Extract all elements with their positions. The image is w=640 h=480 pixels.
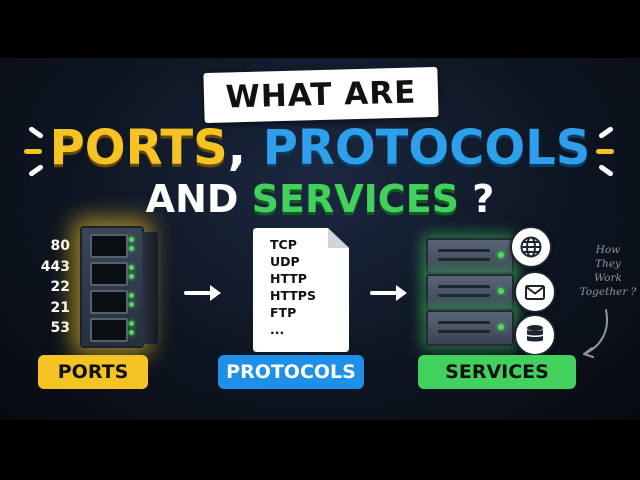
server-led xyxy=(498,324,504,330)
protocol-item: FTP xyxy=(270,305,297,320)
mail-icon xyxy=(514,271,556,313)
server-unit-icon xyxy=(426,274,514,310)
server-slot xyxy=(438,330,490,333)
curved-arrow-icon xyxy=(583,309,608,358)
port-led xyxy=(129,330,134,335)
title-and-word: AND xyxy=(145,177,239,221)
side-note: How They Work Together ? xyxy=(572,243,640,299)
server-slot xyxy=(438,285,490,288)
sparkle-left-2 xyxy=(24,149,42,154)
title-comma: , xyxy=(227,120,246,176)
title-line-1: WHAT ARE xyxy=(225,74,417,116)
title-protocols-word: PROTOCOLS xyxy=(262,120,591,176)
server-led xyxy=(498,252,504,258)
port-led xyxy=(129,265,134,270)
port-led xyxy=(129,321,134,326)
title-banner: WHAT ARE xyxy=(203,66,439,124)
network-switch-icon xyxy=(80,226,158,348)
protocol-item: UDP xyxy=(270,254,300,269)
server-slot xyxy=(438,249,490,252)
document-icon xyxy=(253,228,349,352)
protocol-item: ... xyxy=(270,322,285,337)
ethernet-port-icon xyxy=(90,318,128,342)
protocol-item: HTTP xyxy=(270,271,307,286)
port-number: 22 xyxy=(50,279,70,295)
port-number: 80 xyxy=(50,238,70,254)
port-led xyxy=(129,237,134,242)
side-note-line: Work xyxy=(594,272,622,284)
port-led xyxy=(129,293,134,298)
port-number: 21 xyxy=(50,299,70,316)
title-ports-word: PORTS xyxy=(49,120,228,176)
ports-label: PORTS xyxy=(38,355,148,389)
switch-side-panel xyxy=(142,232,158,344)
arrow-right-icon xyxy=(370,285,407,301)
port-number: 443 xyxy=(40,258,70,275)
title-question-mark: ? xyxy=(472,177,495,221)
port-led xyxy=(129,246,134,251)
ethernet-port-icon xyxy=(90,234,128,258)
server-unit-icon xyxy=(426,310,514,346)
server-slot xyxy=(438,321,490,324)
server-slot xyxy=(438,258,490,261)
protocol-list: TCP UDP HTTP HTTPS FTP ... xyxy=(270,236,316,338)
port-led xyxy=(129,302,134,307)
title-services-word: SERVICES xyxy=(251,177,460,221)
port-number-list: 80 443 22 21 53 xyxy=(36,236,70,339)
side-note-line: How xyxy=(595,244,621,256)
side-note-line: They xyxy=(595,258,621,270)
services-label: SERVICES xyxy=(418,355,576,389)
port-number: 53 xyxy=(50,320,70,336)
ethernet-port-icon xyxy=(90,262,128,286)
arrow-right-icon xyxy=(184,285,221,301)
server-led xyxy=(498,288,504,294)
port-led xyxy=(129,274,134,279)
sparkle-right-2 xyxy=(596,149,614,154)
thumbnail-stage: WHAT ARE PORTS, PROTOCOLS AND SERVICES ?… xyxy=(0,58,640,420)
protocol-item: TCP xyxy=(270,237,297,252)
title-line-3: AND SERVICES ? xyxy=(0,176,640,222)
title-line-2: PORTS, PROTOCOLS xyxy=(0,120,640,176)
side-note-line: Together ? xyxy=(579,286,637,298)
server-slot xyxy=(438,294,490,297)
protocol-item: HTTPS xyxy=(270,288,316,303)
database-icon xyxy=(514,314,556,356)
globe-icon xyxy=(510,226,552,268)
ethernet-port-icon xyxy=(90,290,128,314)
protocols-label: PROTOCOLS xyxy=(218,355,364,389)
server-unit-icon xyxy=(426,238,514,274)
